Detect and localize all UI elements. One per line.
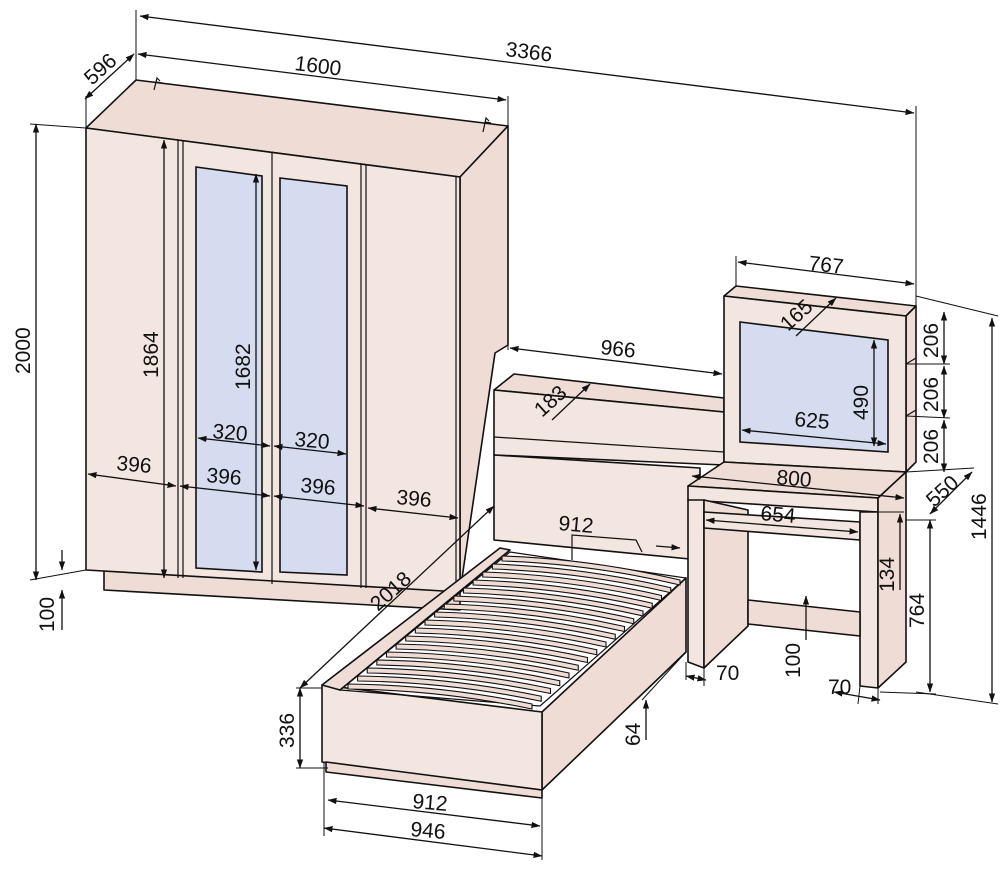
- label-vanity-top-width: 800: [776, 466, 813, 492]
- dim-vanity-top-line: [691, 473, 905, 501]
- label-leg-height: 64: [622, 722, 645, 746]
- bed-slat: [501, 555, 681, 586]
- dimension-lines: [29, 10, 999, 860]
- headboard-shelf-line: [493, 436, 725, 453]
- shelf-line-2: [905, 409, 917, 417]
- dim-headboard-line: [509, 345, 723, 377]
- headboard-lower: [493, 454, 701, 561]
- dim-overall-line: [139, 13, 915, 116]
- label-vanity-depth: 550: [922, 471, 963, 512]
- dim-vanity-mirror-width-line: [737, 259, 915, 287]
- dim-vanity-depth-line: [929, 471, 973, 515]
- label-shelf-2: 206: [920, 377, 943, 412]
- dim-mirror-width-right-line: [273, 443, 347, 457]
- label-shelf-3: 206: [920, 429, 943, 464]
- dim-mirror-width-left-line: [197, 435, 271, 449]
- dim-section-2-line: [179, 483, 271, 499]
- label-leg-left: 70: [716, 662, 739, 685]
- label-vanity-total-height: 1446: [968, 493, 991, 540]
- label-stretcher-height: 100: [782, 643, 805, 678]
- bed-slat: [482, 571, 663, 602]
- label-section-3: 396: [300, 474, 337, 500]
- label-glass-width: 625: [794, 408, 831, 434]
- label-section-4: 396: [396, 486, 433, 512]
- bed-slat: [462, 587, 644, 617]
- label-mirror-width-right: 320: [294, 428, 331, 454]
- vanity-shelf-unit: [905, 305, 917, 473]
- dim-section-3-line: [273, 493, 365, 509]
- label-glass-height: 490: [850, 385, 873, 420]
- dim-glass-width-line: [741, 427, 887, 447]
- label-vanity-mirror-width: 767: [807, 252, 844, 279]
- label-outer-width: 946: [410, 818, 447, 844]
- label-inner-width-bottom: 912: [412, 790, 449, 816]
- hook-icon-right: [482, 116, 492, 133]
- label-table-height: 764: [906, 593, 929, 628]
- dim-shelf-depth-line: [551, 383, 591, 421]
- wardrobe-mirror-left: [195, 166, 263, 573]
- dim-inner-width-bottom-line: [327, 797, 541, 829]
- label-mirror-height: 1682: [232, 343, 255, 390]
- dim-wardrobe-width-line: [137, 51, 507, 103]
- vanity-leg-left: [687, 499, 705, 669]
- vanity-stretcher: [747, 599, 861, 637]
- shelf-line-1: [905, 357, 917, 365]
- dim-leg-left-line: [685, 674, 707, 682]
- label-section-2: 396: [206, 464, 243, 490]
- label-headboard-width: 966: [599, 336, 636, 363]
- label-wardrobe-height: 2000: [12, 327, 35, 374]
- wardrobe: [85, 76, 509, 611]
- wardrobe-mirror-right: [279, 177, 348, 576]
- dim-wardrobe-depth-line: [84, 53, 135, 100]
- bed-slat: [491, 563, 672, 594]
- dim-section-1-line: [87, 472, 177, 488]
- bed-slat: [472, 579, 653, 609]
- label-bed-side-height: 336: [276, 713, 299, 748]
- vanity-leg-left-side: [703, 499, 749, 669]
- label-inner-width-top: 912: [558, 512, 595, 538]
- label-shelf-1: 206: [920, 323, 943, 358]
- label-inner-height: 1864: [140, 331, 163, 378]
- label-wardrobe-width: 1600: [293, 52, 342, 81]
- label-plinth: 100: [36, 597, 59, 632]
- label-drawer-height: 134: [876, 557, 899, 592]
- vanity-leg-right: [859, 511, 879, 689]
- label-knee-width: 654: [760, 502, 797, 528]
- label-leg-right: 70: [828, 676, 851, 699]
- label-wardrobe-depth: 596: [80, 49, 121, 90]
- dim-bed-length-line: [299, 505, 495, 689]
- dim-knee-width-line: [705, 517, 859, 535]
- dim-inner-width-top-line: [655, 544, 681, 551]
- bed-slat: [453, 595, 635, 625]
- dim-frame-depth-line: [795, 297, 837, 337]
- dim-leg-right-line: [833, 690, 881, 702]
- label-overall-width: 3366: [504, 38, 553, 67]
- label-section-1: 396: [116, 452, 153, 478]
- label-mirror-width-left: 320: [212, 420, 249, 446]
- vanity-mirror-glass: [739, 321, 889, 453]
- dim-outer-width-line: [323, 825, 543, 859]
